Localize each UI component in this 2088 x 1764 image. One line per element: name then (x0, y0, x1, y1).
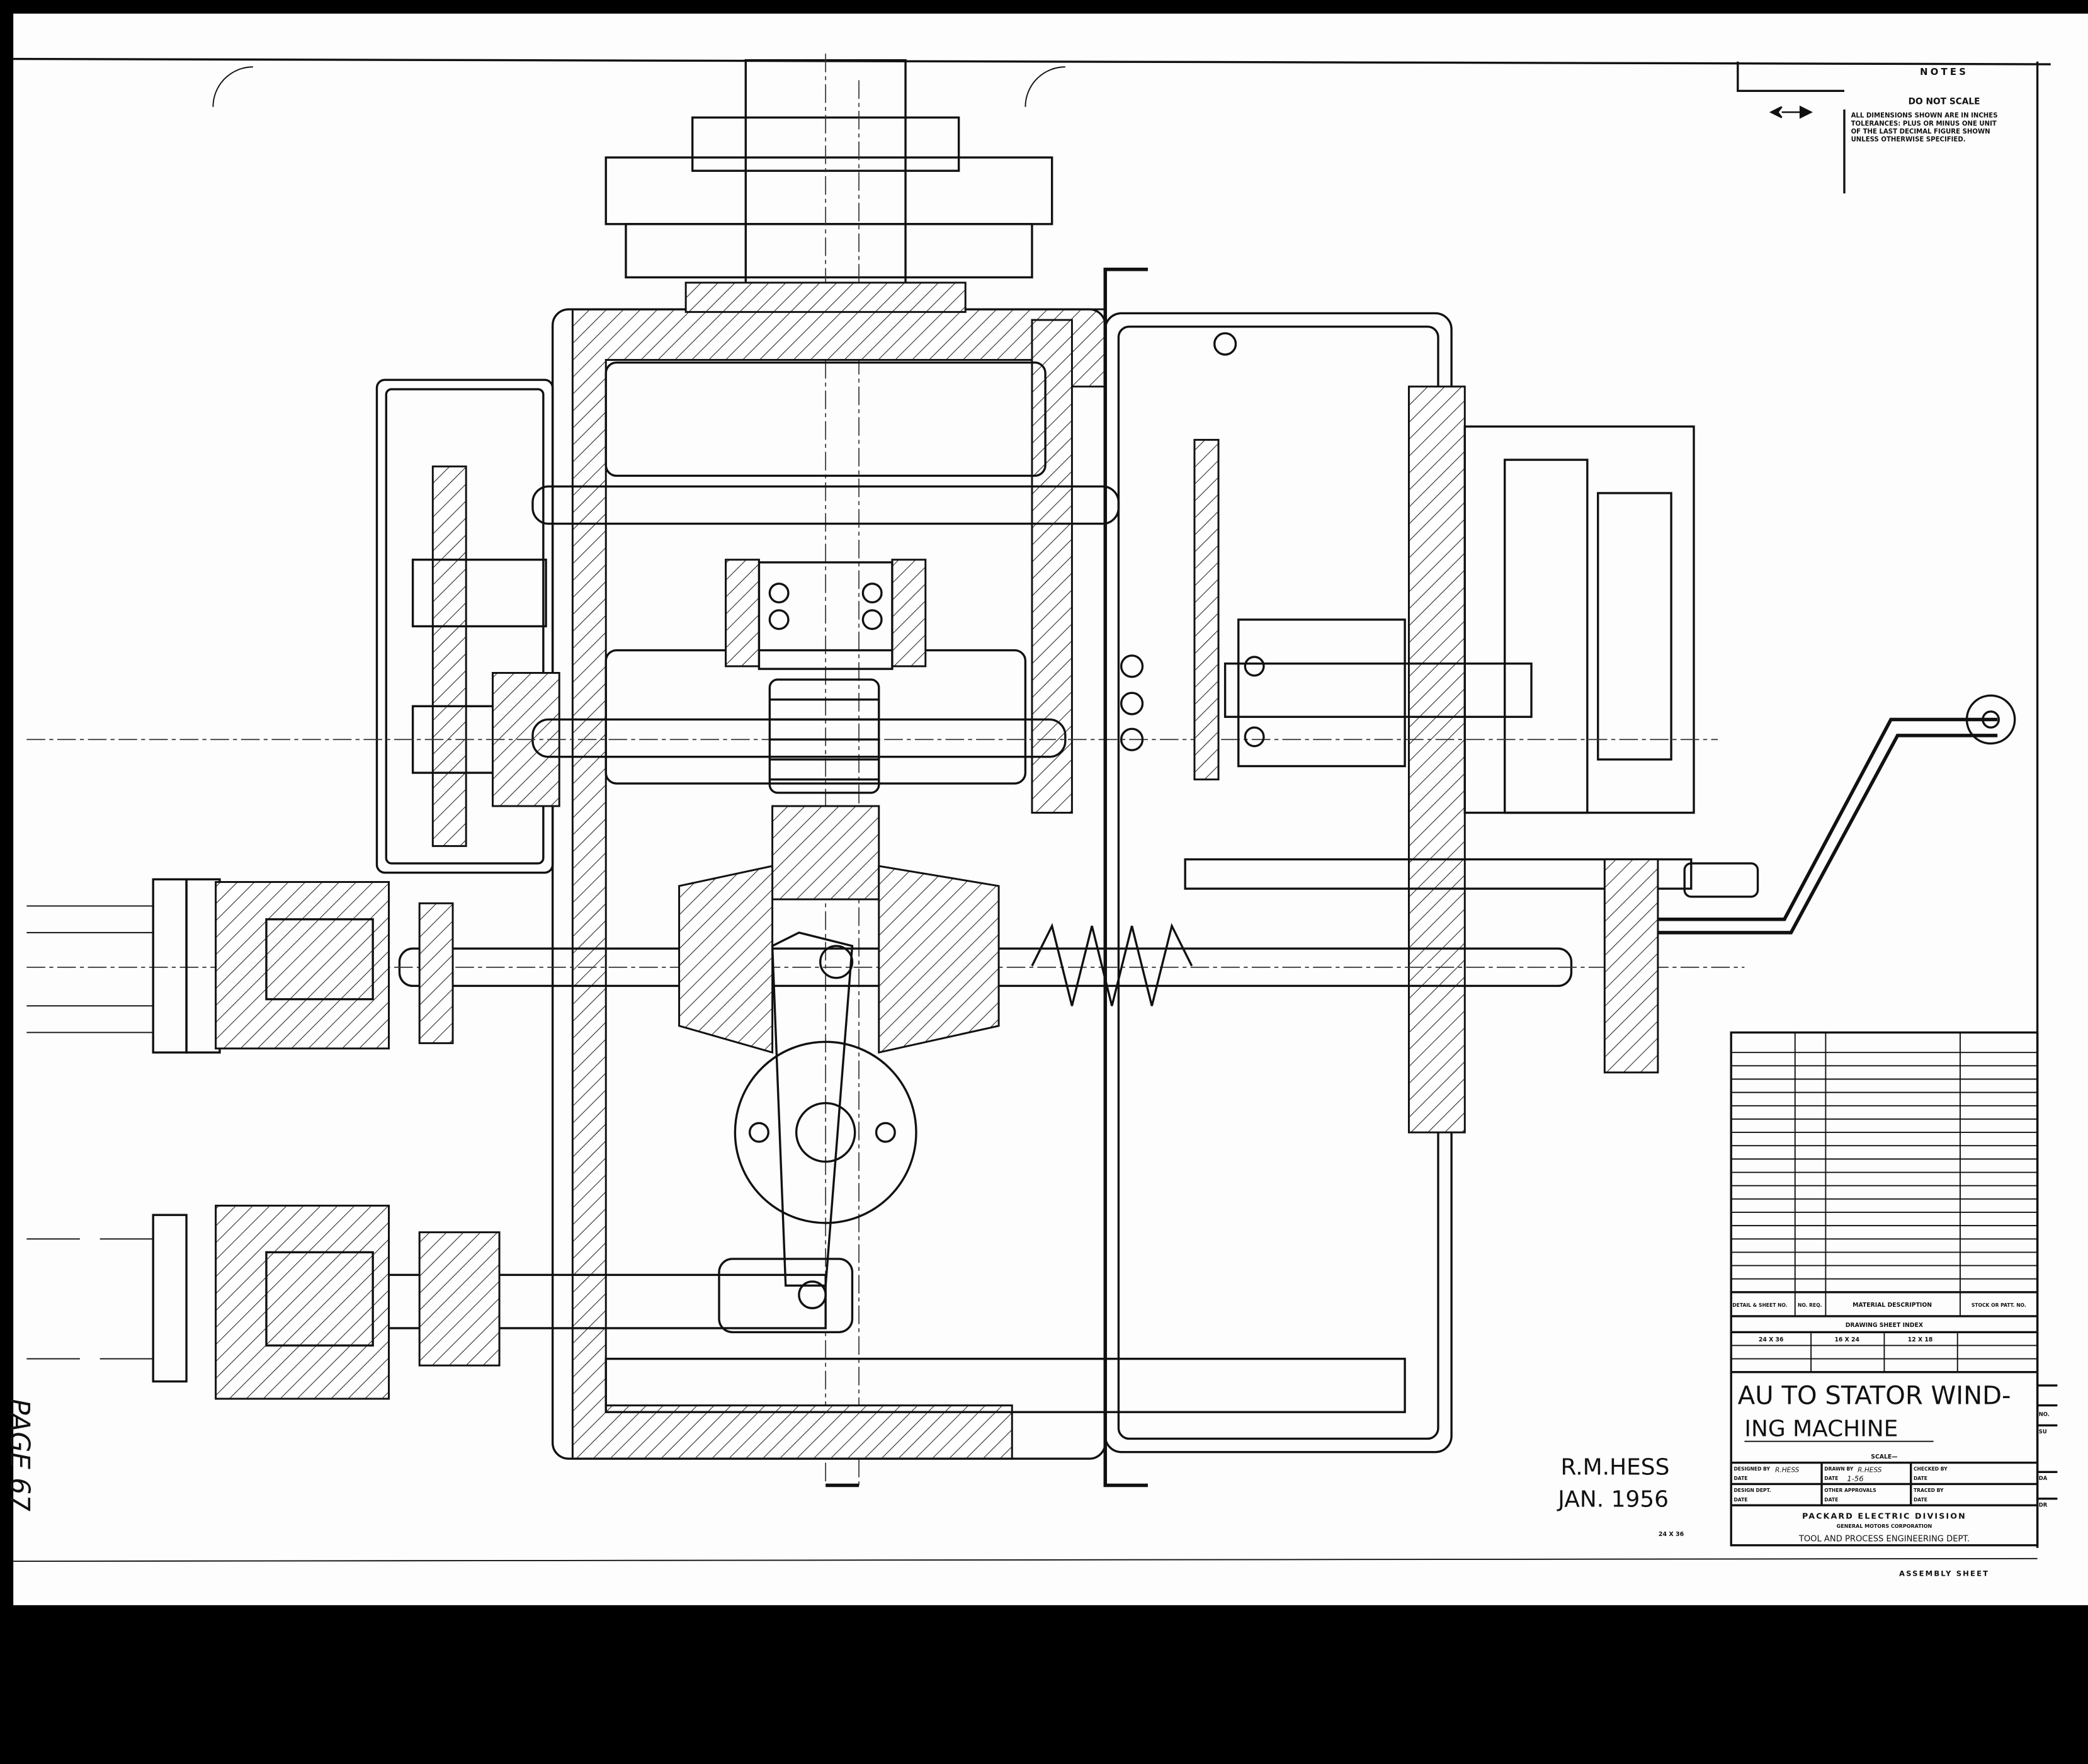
page-label: PAGE 67 (4, 1399, 35, 1511)
checked-by-label: CHECKED BY (1914, 1466, 1948, 1472)
parts-header-stock: STOCK OR PATT. NO. (1972, 1302, 2026, 1308)
drawing-title-line2: ING MACHINE (1744, 1416, 1898, 1442)
parts-header-material: MATERIAL DESCRIPTION (1853, 1302, 1932, 1309)
sheet-type-label: ASSEMBLY SHEET (1899, 1569, 1989, 1578)
crank-disc (718, 931, 917, 1333)
sheet-size-label: 24 X 36 (1659, 1531, 1684, 1538)
section-markers (826, 267, 1148, 1488)
notes-line: OF THE LAST DECIMAL FIGURE SHOWN (1851, 128, 1990, 135)
date-label: DATE (1733, 1476, 1747, 1481)
parts-header-no-req: NO. REQ. (1798, 1302, 1822, 1308)
sheet-index-label: DRAWING SHEET INDEX (1846, 1322, 1923, 1329)
scale-label: SCALE— (1871, 1454, 1897, 1460)
notes-line: TOLERANCES: PLUS OR MINUS ONE UNIT (1851, 120, 1997, 127)
left-side-plate (375, 378, 560, 874)
parts-list: DETAIL & SHEET NO. NO. REQ. MATERIAL DES… (1730, 1031, 2039, 1547)
date-label: DATE (1914, 1497, 1927, 1503)
date-label: DATE (1824, 1497, 1838, 1503)
design-dept-label: DESIGN DEPT. (1733, 1488, 1771, 1493)
crank-handle (1603, 694, 2016, 1074)
side-label: NO. (2039, 1411, 2050, 1418)
drawing-title-line1: AU TO STATOR WIND- (1738, 1382, 2011, 1411)
notes-line: UNLESS OTHERWISE SPECIFIED. (1851, 137, 1966, 144)
notes-line: ALL DIMENSIONS SHOWN ARE IN INCHES (1851, 113, 1998, 120)
designed-by-value: R.HESS (1775, 1466, 1800, 1474)
traced-by-label: TRACED BY (1914, 1488, 1944, 1493)
designed-by-label: DESIGNED BY (1733, 1466, 1770, 1472)
corporation-name: GENERAL MOTORS CORPORATION (1837, 1523, 1932, 1529)
signature-date: JAN. 1956 (1557, 1486, 1669, 1512)
department-name: TOOL AND PROCESS ENGINEERING DEPT. (1798, 1534, 1970, 1544)
side-label: DA (2039, 1475, 2048, 1481)
notes-heading: NOTES (1920, 67, 1968, 77)
signature-name: R.M.HESS (1561, 1455, 1670, 1481)
date-label: DATE (1733, 1497, 1747, 1503)
drawn-by-label: DRAWN BY (1824, 1466, 1854, 1472)
side-label: SU (2039, 1428, 2047, 1435)
company-name: PACKARD ELECTRIC DIVISION (1802, 1511, 1966, 1520)
other-approvals-label: OTHER APPROVALS (1824, 1488, 1876, 1493)
date-label: DATE (1824, 1476, 1838, 1481)
side-label: DR (2039, 1501, 2048, 1508)
notes-box: NOTES DO NOT SCALE ALL DIMENSIONS SHOWN … (1737, 61, 1998, 194)
bearings-and-gears (678, 438, 1406, 1054)
notes-do-not-scale: DO NOT SCALE (1909, 96, 1980, 106)
parts-header-detail: DETAIL & SHEET NO. (1732, 1302, 1787, 1308)
date-label: DATE (1914, 1476, 1927, 1481)
drawn-date-value: 1-56 (1847, 1474, 1863, 1483)
title-block: AU TO STATOR WIND- ING MACHINE SCALE— DE… (1731, 1382, 2058, 1544)
left-cylinders (26, 878, 501, 1400)
sheet-size: 12 X 18 (1908, 1336, 1933, 1343)
designer-signature: R.M.HESS JAN. 1956 (1557, 1455, 1669, 1513)
right-housing (1104, 312, 1695, 1454)
sheet-size: 16 X 24 (1834, 1336, 1859, 1343)
drawn-by-value: R.HESS (1858, 1466, 1882, 1474)
sheet-size: 24 X 36 (1759, 1336, 1784, 1343)
